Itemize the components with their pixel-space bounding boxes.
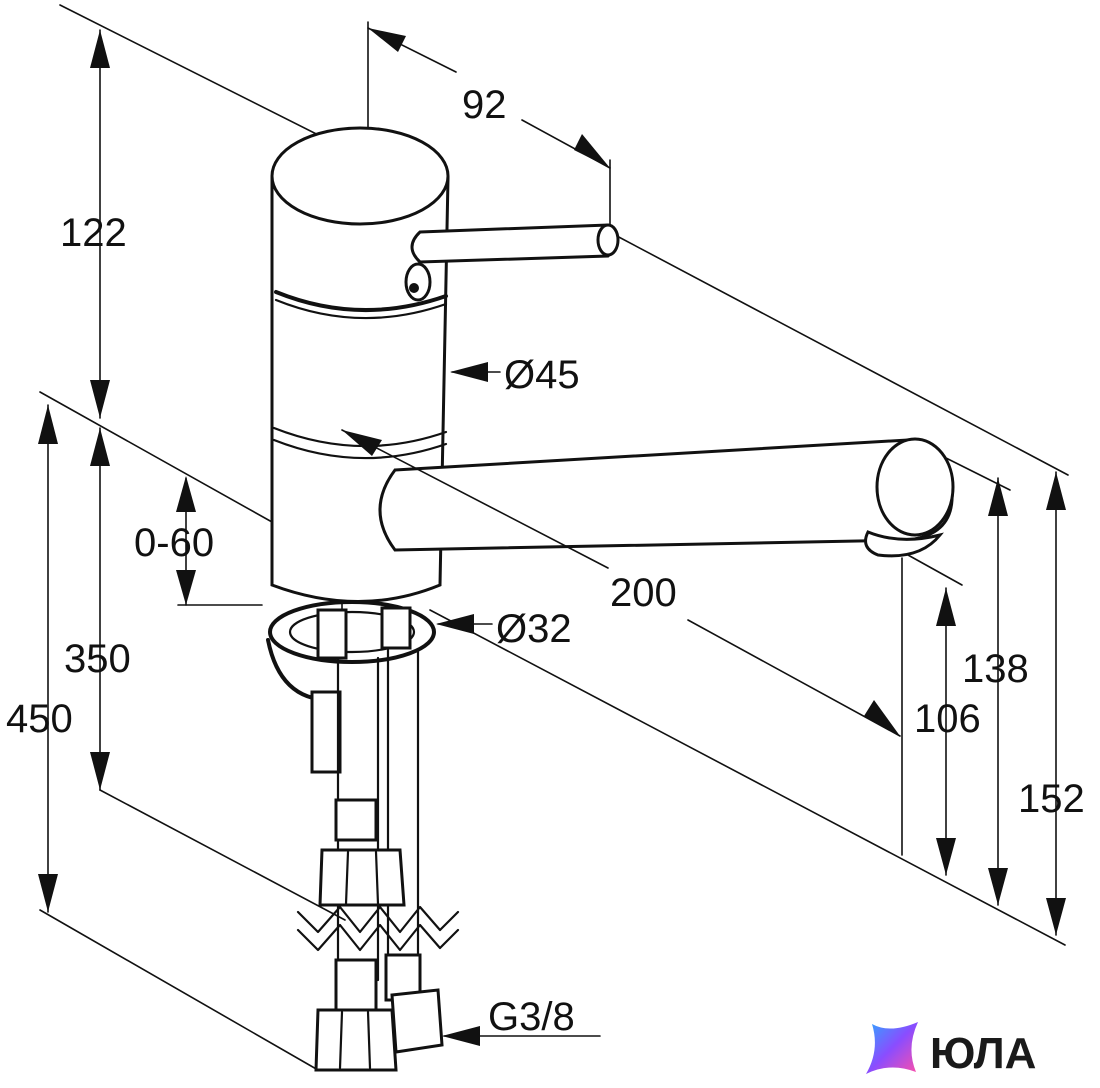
base-ring-inner [288,610,416,654]
dim-0-60-arrow-top [176,476,196,512]
dim-152-arrow-top [1046,472,1066,510]
break-mark-upper [296,923,460,952]
base-assembly [266,600,460,1072]
hex-nut-upper-edge2 [374,850,380,906]
fixing-rod [310,690,342,774]
dim-122-arrow-bottom [90,380,110,418]
dim-thread-arrow [442,1026,480,1046]
break-mark-lower [296,905,460,934]
lever-tip [596,223,620,257]
dim-122-arrow-top [90,30,110,68]
label-122: 122 [60,211,127,255]
hose-ferrule-upper [334,798,378,842]
mount-stud-right [380,606,412,650]
dim-92-arrow-left [368,28,406,52]
label-106: 106 [914,697,981,741]
band-upper [274,290,448,312]
label-diam32: Ø32 [496,607,572,651]
dim-200-line-b [687,619,901,737]
label-0-60: 0-60 [134,521,214,565]
watermark-logo: ЮЛА [866,1022,1036,1078]
base-ring-outer [268,600,436,664]
mount-stud-left [316,608,348,660]
dim-200-arrow-left [342,430,382,456]
dim-200-arrow-right [864,700,900,736]
band-lower-2 [272,438,448,460]
top-cap [270,126,450,226]
spout-end [875,437,955,537]
dim-350-arrow-bottom [90,752,110,790]
band-lower [272,426,448,448]
ext-line-350 [99,789,346,921]
dim-106-arrow-top [936,588,956,626]
ext-line-base-right [429,609,1066,946]
band-upper-2 [274,298,448,320]
logo-text: ЮЛА [930,1029,1036,1078]
dim-diam32-arrow [436,614,474,634]
lever-screw-icon [409,283,419,293]
dim-450-arrow-top [38,405,58,444]
dim-diam45-arrow [450,362,488,382]
logo-mark-icon [866,1022,918,1074]
hex-nut-left-edge2 [366,1010,372,1070]
ext-line-450 [39,909,319,1071]
label-diam45: Ø45 [504,353,580,397]
label-138: 138 [962,647,1029,691]
label-152: 152 [1018,777,1085,821]
lever-handle [410,223,618,264]
dim-138-arrow-top [988,478,1008,516]
lever-pivot [404,262,432,302]
hose-ferrule-left [334,958,378,1012]
aerator-outlet [864,530,944,558]
hex-nut-left [314,1008,398,1072]
ext-line-base-left [39,391,273,523]
dim-0-60-arrow-bottom [176,570,196,605]
dim-106-arrow-bottom [936,838,956,875]
hex-nut-right [390,988,444,1054]
label-350: 350 [64,637,131,681]
dim-450-arrow-bottom [38,874,58,912]
hex-nut-upper-edge1 [344,850,350,906]
label-200: 200 [610,571,677,615]
dim-200-line-a [341,429,609,569]
label-thread: G3/8 [488,995,575,1039]
faucet-body [270,126,955,603]
label-92: 92 [462,83,507,127]
hex-nut-upper [318,848,406,907]
dim-138-arrow-bottom [988,868,1008,905]
dim-350-arrow-top [90,428,110,466]
dim-152-arrow-bottom [1046,898,1066,935]
dimension-arrows [38,27,1066,1046]
label-450: 450 [6,697,73,741]
dim-92-arrow-right [574,134,610,168]
dimension-labels: 92 122 Ø45 0-60 200 Ø32 350 450 106 138 … [6,83,1085,1039]
ext-line-spout-outlet [907,554,963,586]
ext-line-lever-right [614,234,1069,476]
hex-nut-left-edge1 [338,1010,344,1070]
